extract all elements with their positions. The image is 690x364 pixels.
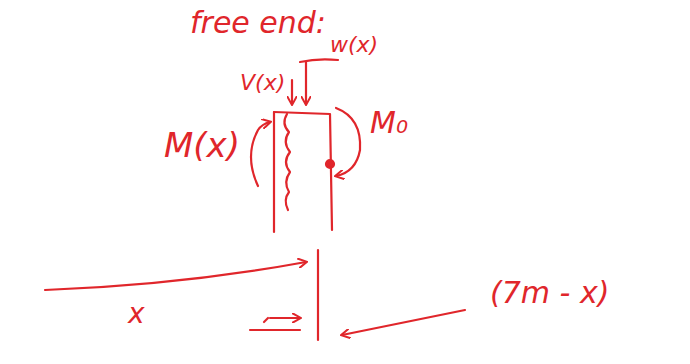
note-text: free end: (190, 8, 326, 38)
dimension-label: (7m - x) (490, 278, 609, 308)
load-label: w(x) (330, 34, 378, 56)
shear-label: V(x) (240, 72, 285, 94)
moment-label: M₀ (370, 108, 408, 138)
dimension-label: x (128, 300, 145, 328)
moment-label: M(x) (164, 128, 240, 162)
